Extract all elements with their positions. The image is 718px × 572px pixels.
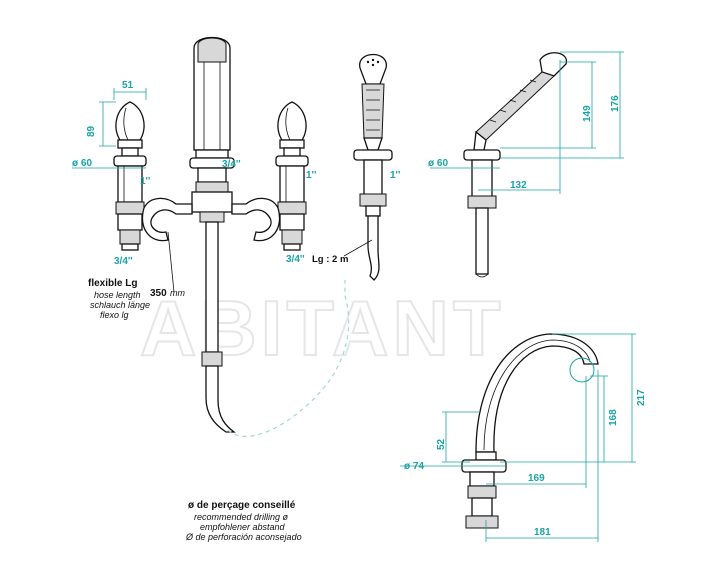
dim-89: 89 [86,125,97,137]
dim-60: ø 60 [72,158,92,169]
dim-34-right: 3/4'' [286,254,305,265]
drill-line3: Ø de perforación aconsejado [185,532,302,542]
spout-dim-217: 217 [636,389,647,406]
mixer-dimensions: 51 89 ø 60 1'' 3/4'' 1'' 3/4'' 3/4'' [72,80,316,267]
hose-lg: Lg : 2 m [312,254,348,265]
flex-length: 350 [150,288,167,299]
central-spout [189,36,236,433]
shower-dim-1: 1'' [390,170,400,181]
flex-unit: mm [170,288,185,298]
drill-line1: recommended drilling ø [194,512,289,522]
dim-1-right: 1'' [306,170,316,181]
shower-dim-176: 176 [610,95,621,112]
spout-dim-74: ø 74 [404,461,424,472]
drill-title: ø de perçage conseillé [188,500,296,511]
drill-line2: empfohlener abstand [200,522,286,532]
flex-line1: hose length [94,290,141,300]
dim-34-top: 3/4'' [222,159,241,170]
watermark: ABITANT [140,284,505,372]
hand-shower-side: ø 60 132 149 176 [428,51,624,278]
hose-path [227,280,350,437]
dim-1-left: 1'' [140,176,150,187]
drilling-note: ø de perçage conseillé recommended drill… [185,500,302,542]
left-handle [113,101,147,251]
connection-tubes [141,197,281,242]
flex-title: flexible Lg [88,278,137,289]
flexible-hose-label: flexible Lg hose length schlauch länge f… [88,231,185,320]
right-handle [275,101,309,251]
dim-51: 51 [122,80,134,91]
mixer-assembly: 51 89 ø 60 1'' 3/4'' 1'' 3/4'' 3/4'' fle… [72,36,316,433]
flex-line3: flexo lg [100,310,129,320]
shower-dim-60: ø 60 [428,158,448,169]
hand-shower-front: 1'' Lg : 2 m [312,54,400,281]
flex-line2: schlauch länge [90,300,150,310]
spout-dim-181: 181 [534,527,551,538]
spout-dim-169: 169 [528,473,545,484]
spout-side: 52 ø 74 169 181 168 217 [400,333,647,542]
spout-dim-52: 52 [436,438,447,450]
shower-dim-149: 149 [582,105,593,122]
dim-34-left: 3/4'' [114,256,133,267]
spout-dim-168: 168 [608,409,619,426]
shower-dim-132: 132 [510,180,527,191]
